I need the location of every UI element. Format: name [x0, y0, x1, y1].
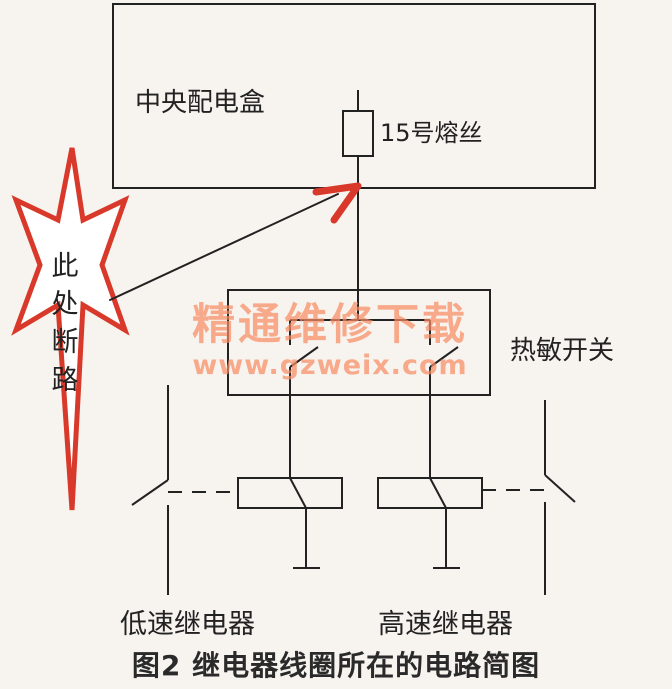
watermark-title: 精通维修下载	[192, 300, 468, 350]
low-coil-diagonal	[289, 477, 307, 509]
break-arrow-shaft	[109, 193, 339, 301]
watermark-url: www.gzweix.com	[192, 350, 468, 381]
high-coil-diagonal	[429, 477, 447, 509]
high-contact-blade	[544, 474, 576, 503]
break-star-shape	[11, 147, 130, 511]
break-note-label: 此处断路	[51, 251, 79, 396]
watermark: 精通维修下载 www.gzweix.com	[160, 300, 500, 382]
switch-right-blade	[429, 346, 459, 368]
high-speed-relay-label: 高速继电器	[378, 609, 513, 640]
break-arrow-head	[312, 182, 362, 224]
low-relay-coil	[237, 477, 343, 509]
switch-left-blade	[289, 346, 319, 368]
thermal-switch-label: 热敏开关	[510, 336, 615, 366]
fuse-symbol	[342, 110, 374, 157]
low-contact-blade	[131, 479, 169, 506]
high-relay-coil	[377, 477, 483, 509]
central-box-label: 中央配电盒	[135, 88, 266, 118]
fuse-label: 15号熔丝	[380, 119, 483, 147]
figure-caption: 图2 继电器线圈所在的电路简图	[131, 649, 541, 682]
low-speed-relay-label: 低速继电器	[120, 609, 255, 640]
